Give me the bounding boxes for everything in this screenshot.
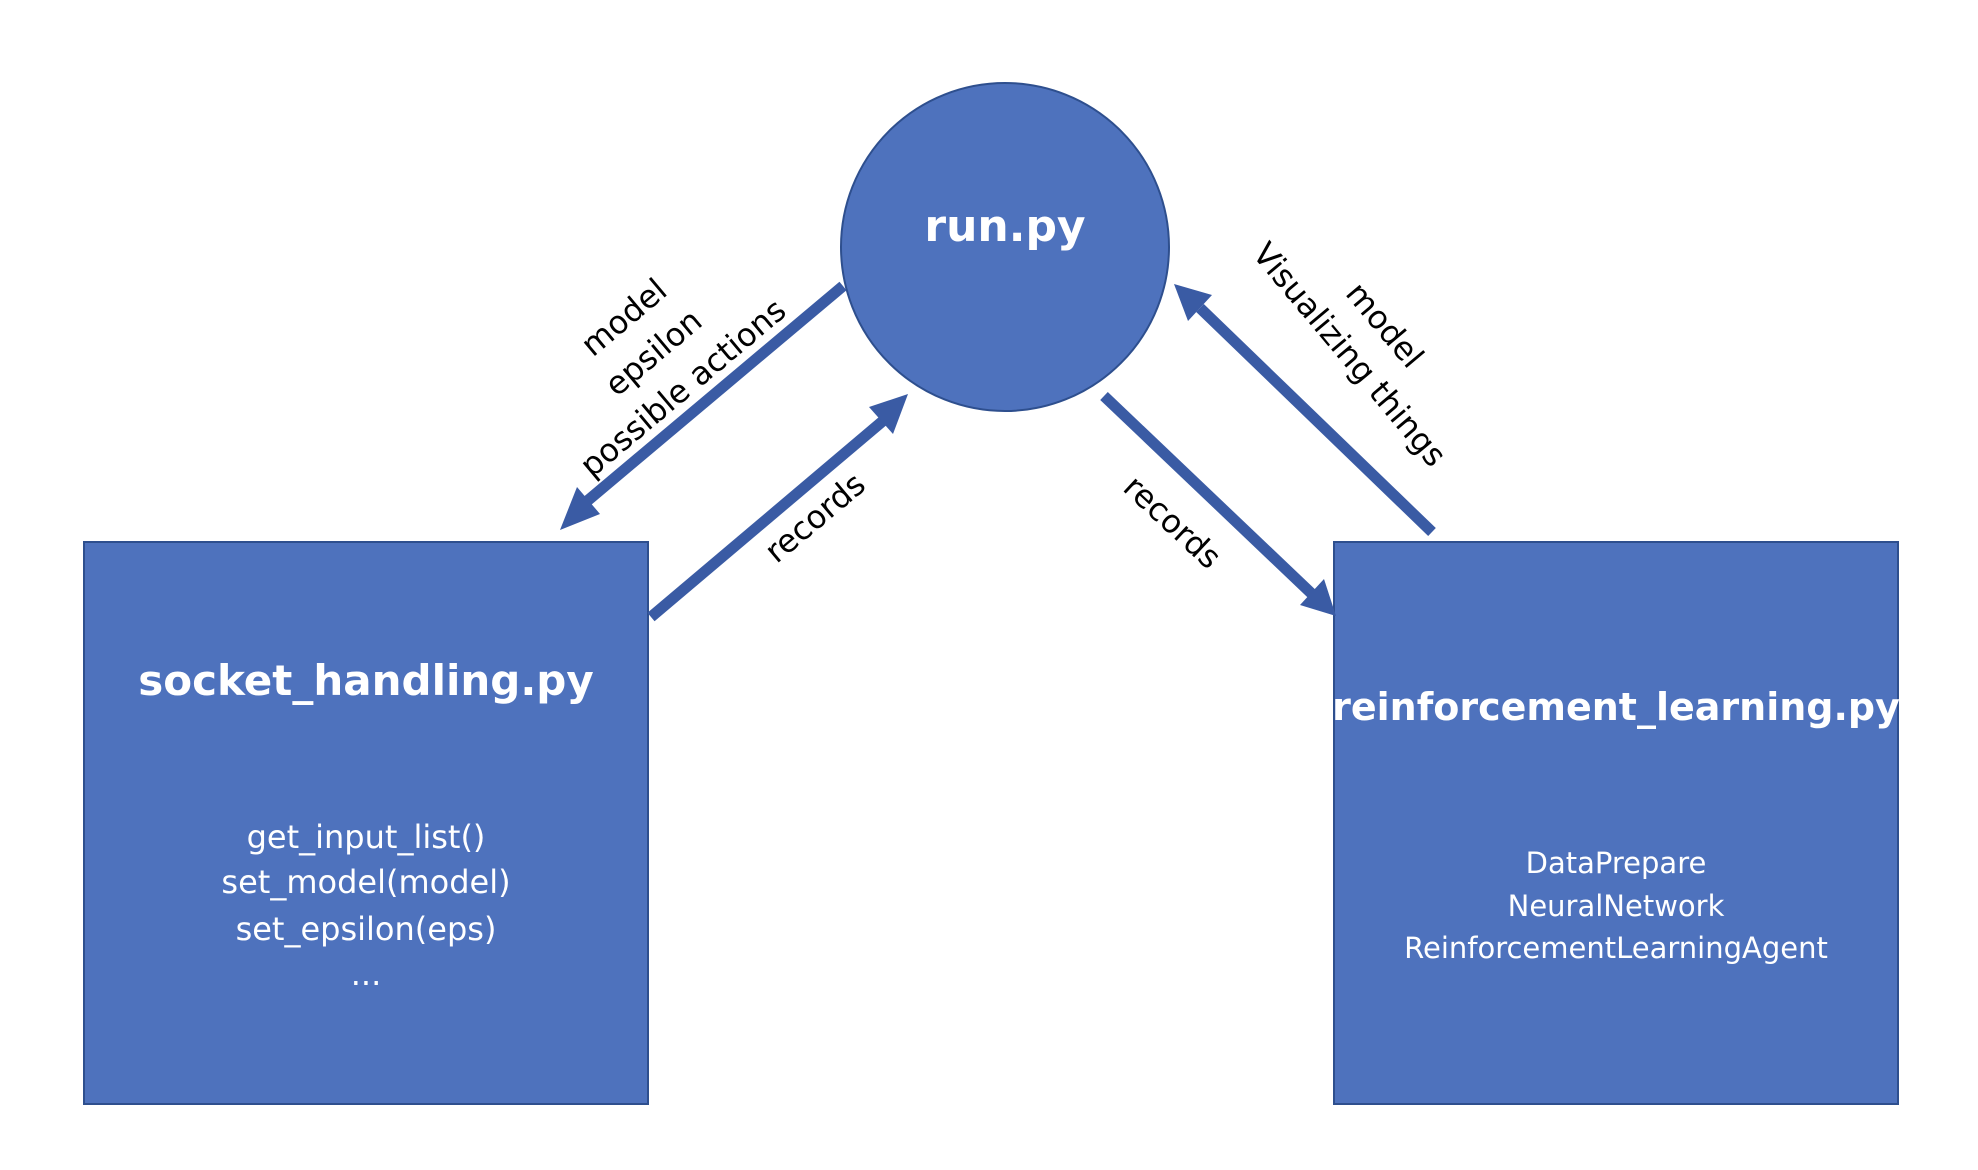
- run-node: run.py: [840, 82, 1170, 412]
- arrow-rl-to-run: [1196, 304, 1436, 536]
- edge-label-records-right: records: [1116, 468, 1229, 577]
- socket-node-item: set_epsilon(eps): [236, 910, 497, 948]
- rl-node-item: NeuralNetwork: [1508, 889, 1725, 923]
- arrow-run-to-socket: [582, 281, 847, 507]
- rl-node-box: [1333, 541, 1899, 1105]
- rl-node-item: ReinforcementLearningAgent: [1404, 931, 1828, 965]
- socket-node-item: get_input_list(): [247, 818, 486, 856]
- arrow-run-to-rl: [1100, 392, 1316, 598]
- rl-node-item: DataPrepare: [1526, 846, 1707, 880]
- rl-node: reinforcement_learning.py DataPrepare Ne…: [1332, 541, 1900, 1105]
- arrowhead-run-to-rl: [1300, 579, 1336, 616]
- rl-node-title: reinforcement_learning.py: [1332, 685, 1900, 729]
- run-node-circle: [840, 82, 1170, 412]
- socket-node: socket_handling.py get_input_list() set_…: [83, 541, 649, 1105]
- socket-node-item: ...: [351, 955, 382, 993]
- arrowhead-rl-to-run: [1174, 284, 1212, 321]
- edge-socket-to-run: records: [647, 394, 908, 622]
- edge-rl-to-run: model Visualizing things: [1174, 235, 1454, 536]
- arrow-socket-to-run: [647, 415, 888, 622]
- run-node-title: run.py: [924, 201, 1085, 252]
- arrowhead-run-to-socket: [560, 487, 600, 530]
- socket-node-box: [83, 541, 649, 1105]
- socket-node-item: set_model(model): [221, 863, 510, 901]
- socket-node-title: socket_handling.py: [138, 656, 593, 705]
- edge-run-to-rl: records: [1100, 392, 1336, 616]
- edge-run-to-socket: model epsilon possible actions: [560, 271, 847, 530]
- arrowhead-socket-to-run: [869, 394, 908, 434]
